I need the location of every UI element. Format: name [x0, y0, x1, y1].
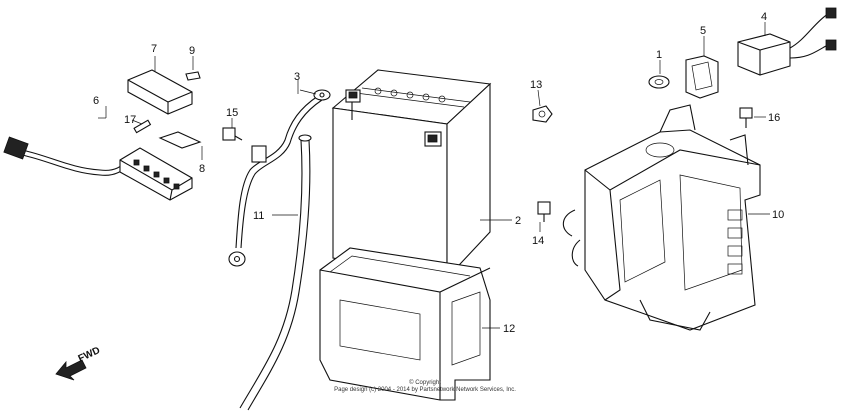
callout-4: 4 [761, 11, 767, 23]
callout-7: 7 [151, 43, 157, 55]
callout-5: 5 [700, 25, 706, 37]
callout-12: 12 [503, 323, 515, 335]
bolt-13-part[interactable] [532, 105, 553, 123]
callout-3: 3 [294, 71, 300, 83]
callout-2: 2 [515, 215, 521, 227]
small-label-part[interactable] [185, 71, 201, 81]
battery-part[interactable] [331, 69, 492, 280]
fuse-part[interactable] [133, 119, 152, 134]
footer-credit: Page design (c) 2004 - 2014 by Partsnetw… [334, 387, 516, 393]
callouts: 1 2 3 4 5 6 7 8 9 10 11 12 13 14 15 16 1… [93, 11, 784, 335]
callout-16: 16 [768, 112, 780, 124]
rubber-cover-part[interactable] [685, 55, 719, 99]
bolt-14-part[interactable] [537, 201, 551, 222]
washer-part[interactable] [648, 75, 670, 89]
callout-1: 1 [656, 49, 662, 61]
fwd-arrow-icon [55, 359, 87, 381]
footer-copyright: © Copyright [409, 380, 441, 386]
callout-11: 11 [253, 210, 264, 222]
fuse-cover-part[interactable] [127, 69, 193, 115]
callout-14: 14 [532, 235, 544, 247]
fwd-label: FWD [77, 345, 102, 365]
callout-15: 15 [226, 107, 238, 119]
leader-lines [98, 22, 770, 329]
label-plate-part[interactable] [158, 131, 202, 149]
bolt-16-part[interactable] [739, 107, 753, 128]
relay-part[interactable] [737, 7, 837, 76]
callout-13: 13 [530, 79, 542, 91]
callout-17: 17 [124, 114, 136, 126]
wire-harness-part[interactable] [3, 136, 131, 176]
battery-cable-part[interactable] [228, 89, 331, 267]
breather-tube-part[interactable] [239, 134, 312, 411]
callout-10: 10 [772, 209, 784, 221]
callout-9: 9 [189, 45, 195, 57]
fuse-box-part[interactable] [119, 147, 193, 201]
bolt-15-part[interactable] [222, 127, 243, 141]
battery-box-part[interactable] [319, 247, 491, 401]
callout-6: 6 [93, 95, 99, 107]
battery-bracket-part[interactable] [562, 104, 761, 331]
fwd-indicator: FWD [55, 345, 102, 381]
callout-8: 8 [199, 163, 205, 175]
